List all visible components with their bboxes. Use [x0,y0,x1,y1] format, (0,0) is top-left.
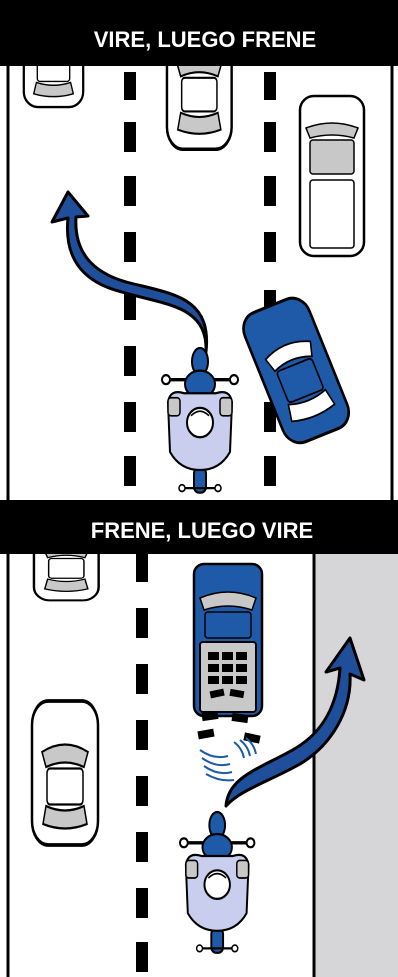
panel-brake-then-turn [0,522,398,977]
panel-title: FRENE, LUEGO VIRE [91,518,313,543]
car-icon [32,701,98,845]
panel-turn-then-brake [0,0,398,500]
pickup-truck-icon [300,96,364,256]
pickup-truck-icon [194,564,262,716]
road-shoulder [314,554,398,977]
panel-title: VIRE, LUEGO FRENE [94,27,316,52]
